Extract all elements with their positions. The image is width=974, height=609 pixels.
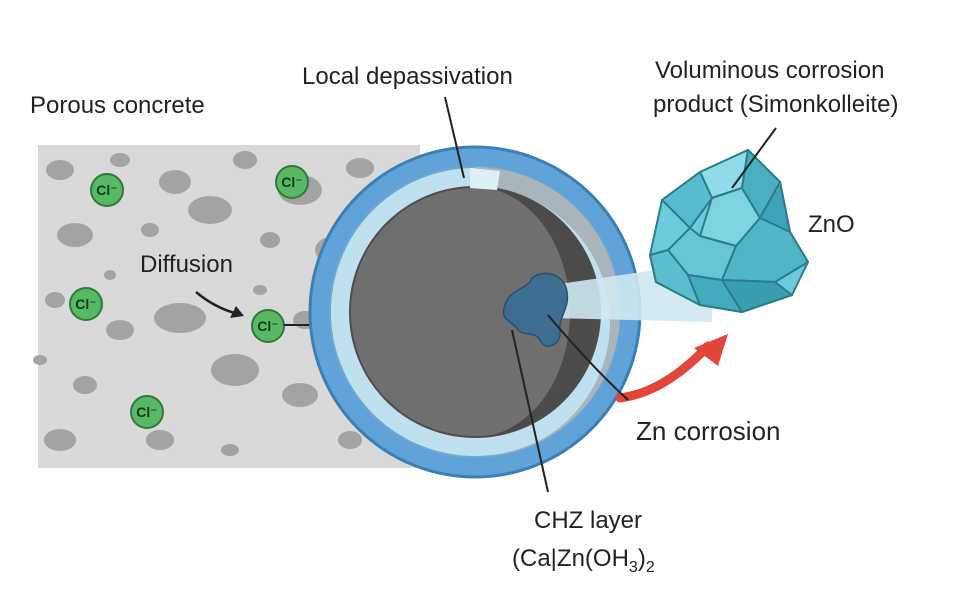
chz-formula-sub3: 3 — [629, 559, 638, 576]
ion-5: Cl⁻ — [251, 309, 285, 343]
chz-leader — [511, 329, 549, 493]
passive-layer-arc — [475, 167, 620, 457]
zn-corrosion-arrow — [615, 341, 713, 403]
depassivation-leader — [444, 96, 465, 179]
zno-crystal — [649, 149, 809, 313]
svg-text:Cl⁻: Cl⁻ — [96, 182, 117, 198]
rebar-cross-section — [308, 145, 642, 479]
voluminous-leader — [731, 127, 777, 189]
svg-text:Cl⁻: Cl⁻ — [75, 296, 96, 312]
concrete-pores — [33, 151, 378, 456]
voluminous-label-line1: Voluminous corrosion — [655, 57, 884, 84]
zn-corrosion-arrowhead — [694, 334, 728, 366]
concrete-slab — [38, 145, 420, 468]
chz-label-line2: (Ca|Zn(OH3)2 — [512, 545, 655, 576]
zn-corrosion-leader — [547, 314, 629, 401]
voluminous-label-line2: product (Simonkolleite) — [653, 91, 898, 118]
chz-formula-main: (Ca|Zn(OH — [512, 545, 629, 572]
diffusion-arrowhead — [230, 306, 244, 318]
core-shadow — [475, 187, 600, 437]
zno-label: ZnO — [808, 211, 855, 238]
zn-corrosion-label: Zn corrosion — [636, 416, 781, 446]
chz-formula-sub2: 2 — [646, 559, 655, 576]
ion-4: Cl⁻ — [130, 395, 164, 429]
chz-formula-close: ) — [638, 545, 646, 572]
local-depassivation-label: Local depassivation — [302, 63, 513, 90]
ion-1: Cl⁻ — [90, 173, 124, 207]
svg-text:Cl⁻: Cl⁻ — [257, 318, 278, 334]
ion-3: Cl⁻ — [69, 287, 103, 321]
ion-2: Cl⁻ — [275, 165, 309, 199]
diffusion-label: Diffusion — [140, 251, 233, 278]
depassivation-gap — [470, 168, 500, 190]
svg-text:Cl⁻: Cl⁻ — [281, 174, 302, 190]
svg-text:Cl⁻: Cl⁻ — [136, 404, 157, 420]
porous-concrete-label: Porous concrete — [30, 92, 205, 119]
chz-label-line1: CHZ layer — [534, 507, 642, 534]
